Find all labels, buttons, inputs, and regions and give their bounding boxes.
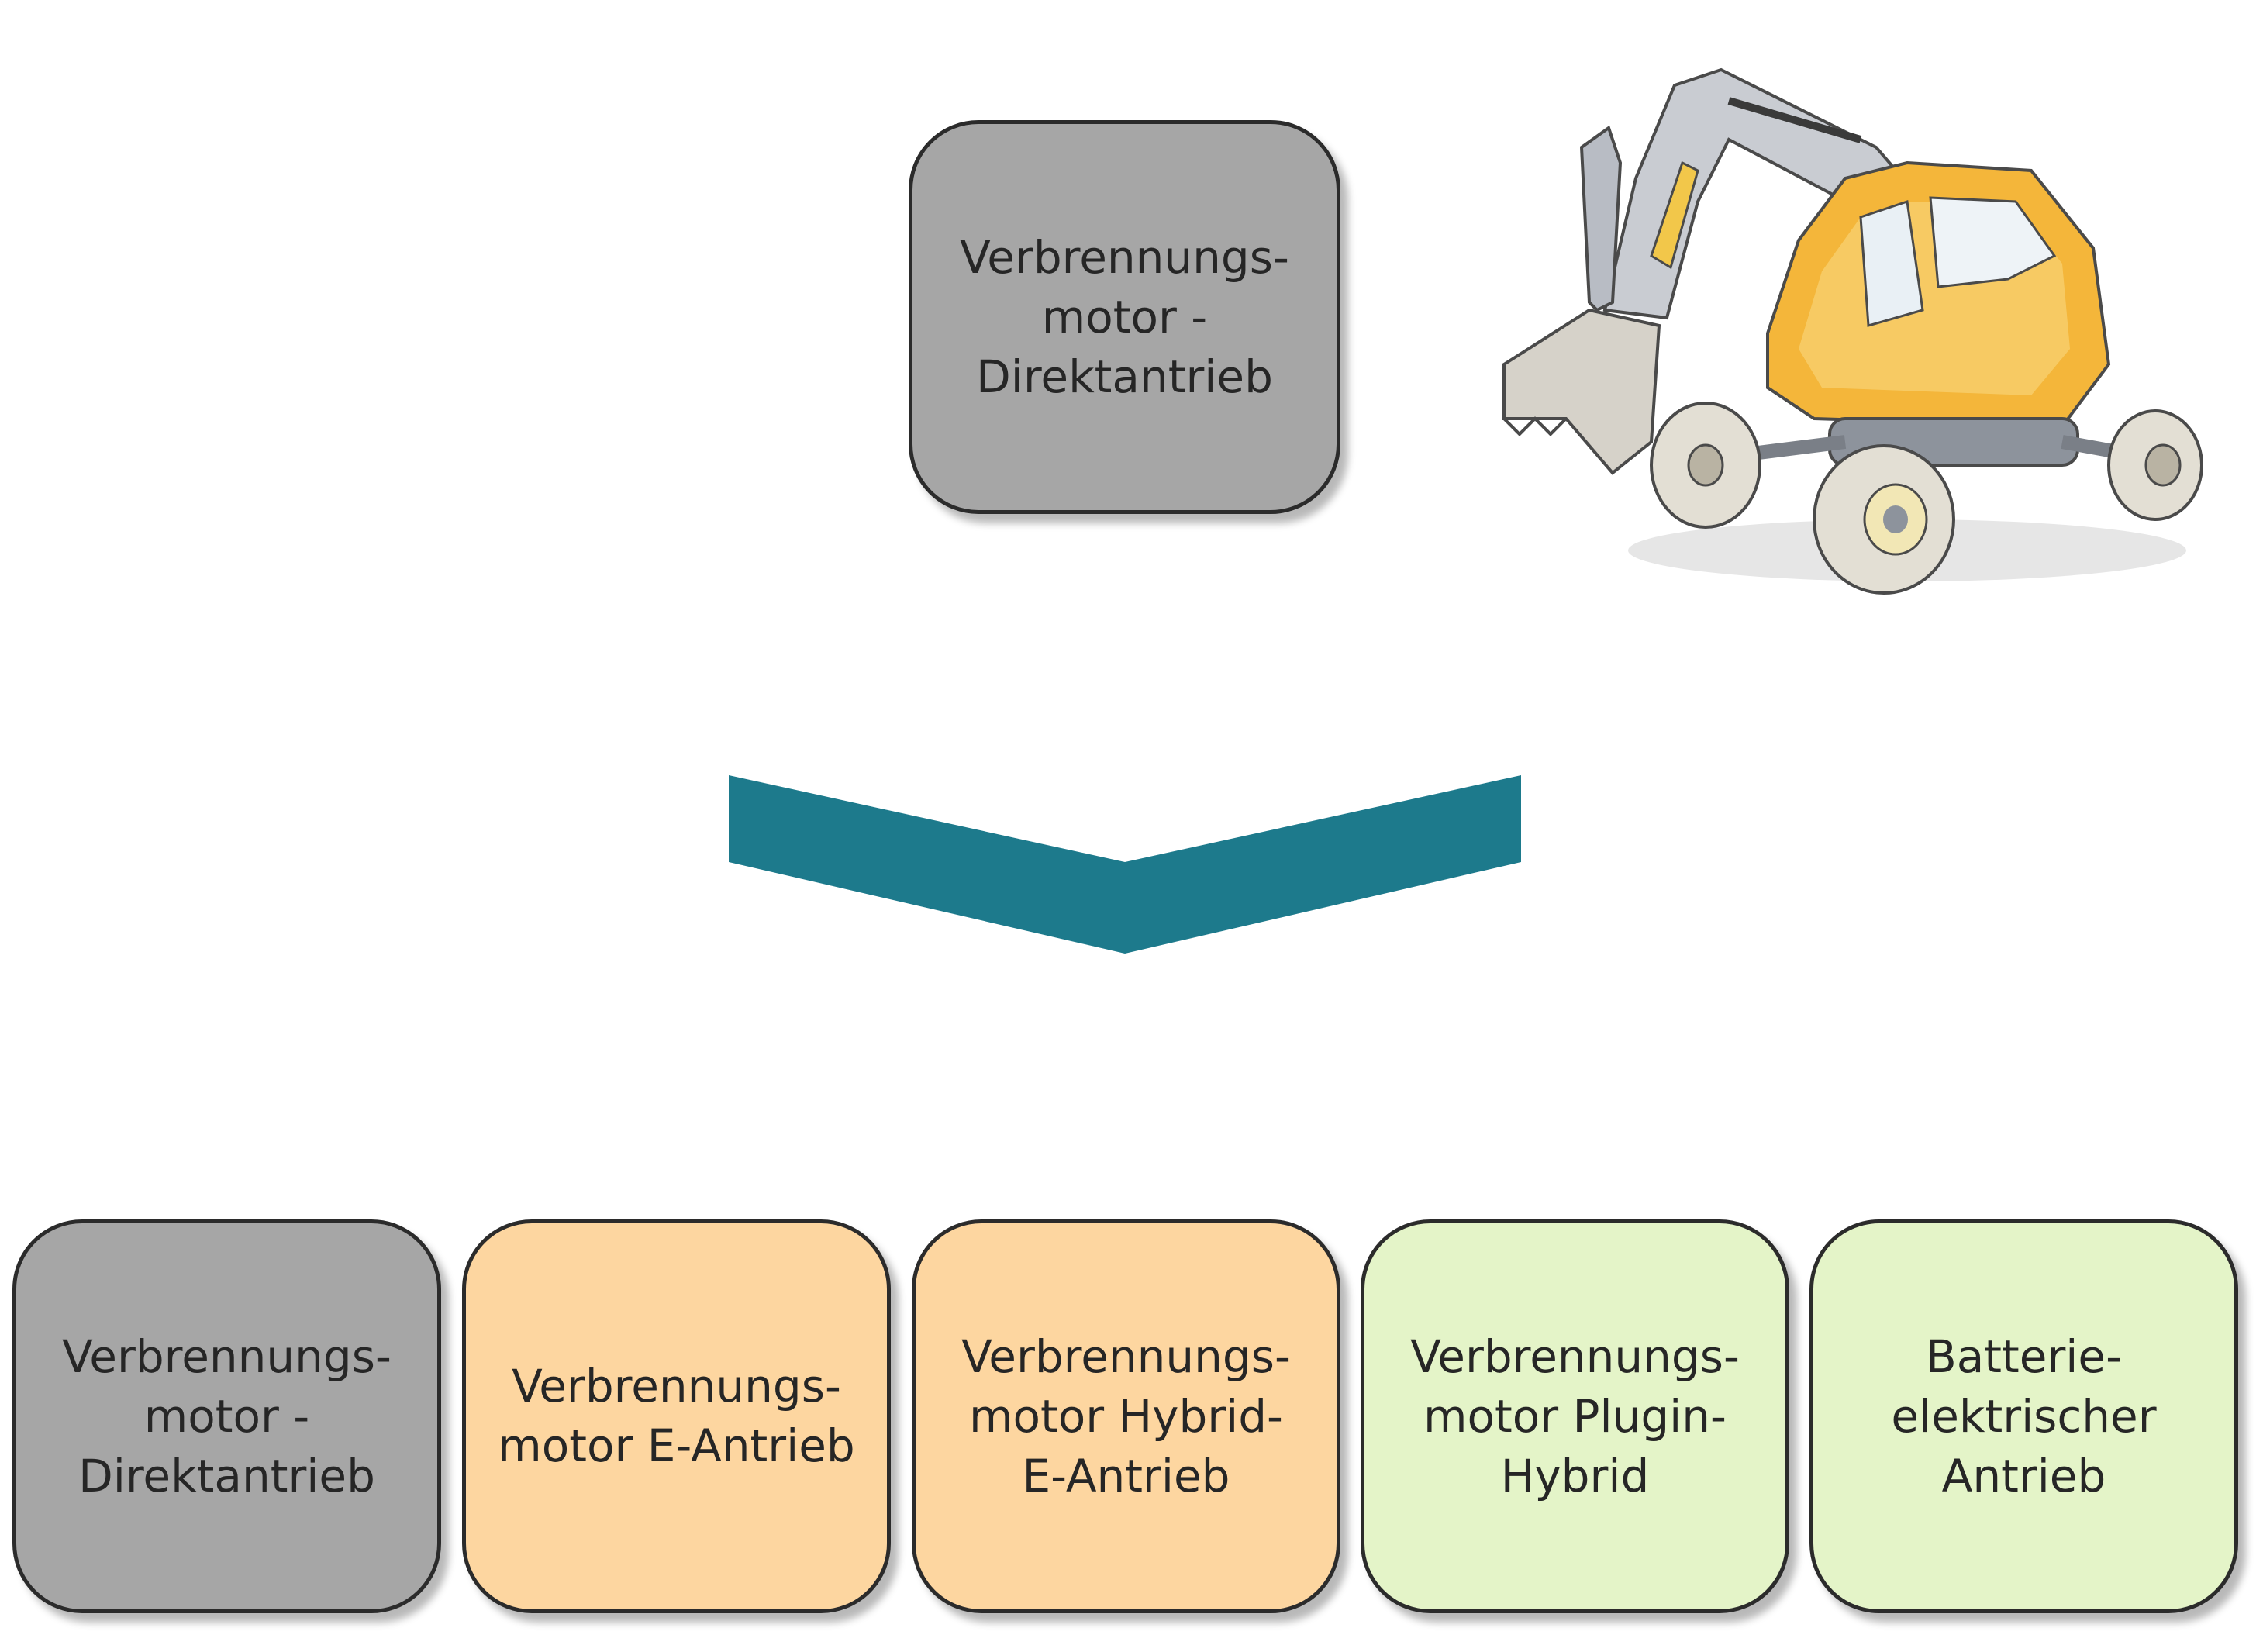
target-line: Verbrennungs-: [1410, 1330, 1740, 1383]
excavator-bucket-teeth: [1502, 416, 1568, 436]
target-line: motor -: [143, 1389, 310, 1443]
excavator-stick: [1579, 125, 1623, 312]
target-line: Hybrid: [1500, 1449, 1650, 1502]
source-drive-label: Verbrennungs- motor - Direktantrieb: [960, 228, 1289, 407]
source-drive-box: Verbrennungs- motor - Direktantrieb: [909, 120, 1340, 514]
target-box-battery-electric: Batterie- elektrischer Antrieb: [1809, 1219, 2238, 1613]
target-box-combustion-hybrid: Verbrennungs- motor Hybrid- E-Antrieb: [912, 1219, 1340, 1613]
target-box-combustion-direct: Verbrennungs- motor - Direktantrieb: [12, 1219, 441, 1613]
target-box-label: Verbrennungs- motor Hybrid- E-Antrieb: [961, 1327, 1291, 1506]
excavator-stick-cylinder: [1727, 97, 1862, 143]
target-line: motor E-Antrieb: [498, 1419, 855, 1472]
target-line: Verbrennungs-: [961, 1330, 1291, 1383]
excavator-wheel-back-left: [1650, 402, 1761, 529]
target-box-label: Batterie- elektrischer Antrieb: [1891, 1327, 2156, 1506]
excavator-bucket: [1502, 308, 1661, 475]
target-box-label: Verbrennungs- motor E-Antrieb: [498, 1357, 854, 1476]
excavator-window-front: [1859, 200, 1924, 327]
target-line: Antrieb: [1941, 1449, 2106, 1502]
excavator-window-side: [1929, 196, 2057, 288]
target-line: Verbrennungs-: [512, 1360, 841, 1412]
target-line: motor Plugin-: [1423, 1389, 1727, 1443]
down-chevron-arrow: [729, 775, 1521, 954]
source-line-2: motor -: [1041, 290, 1208, 343]
target-line: Verbrennungs-: [62, 1330, 392, 1383]
target-box-label: Verbrennungs- motor - Direktantrieb: [62, 1327, 392, 1506]
chevron-shape: [729, 775, 1521, 954]
target-line: E-Antrieb: [1022, 1449, 1230, 1502]
source-line-1: Verbrennungs-: [960, 230, 1289, 284]
target-box-combustion-electric: Verbrennungs- motor E-Antrieb: [462, 1219, 891, 1613]
target-line: Batterie-: [1925, 1330, 2123, 1383]
excavator-wheel-front-left: [1813, 444, 1955, 595]
target-box-combustion-plugin-hybrid: Verbrennungs- motor Plugin- Hybrid: [1361, 1219, 1789, 1613]
source-line-3: Direktantrieb: [976, 350, 1273, 403]
excavator-wheel-back-right: [2107, 409, 2203, 521]
target-line: motor Hybrid-: [969, 1389, 1283, 1443]
excavator-icon: [1502, 67, 2203, 595]
excavator-cylinder: [1650, 160, 1699, 270]
target-box-label: Verbrennungs- motor Plugin- Hybrid: [1410, 1327, 1740, 1506]
target-line: Direktantrieb: [78, 1449, 375, 1502]
target-line: elektrischer: [1891, 1389, 2157, 1443]
